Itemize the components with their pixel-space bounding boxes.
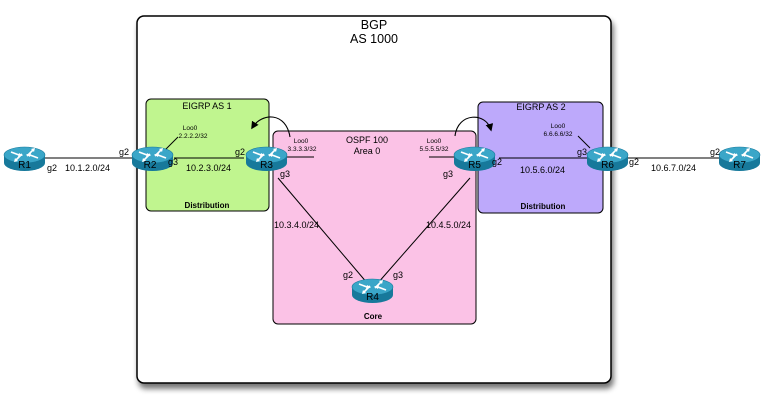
router-r2[interactable]: R2 — [131, 146, 174, 172]
ospf-zone: OSPF 100 Area 0 Core — [272, 130, 477, 325]
router-label: R3 — [260, 160, 273, 171]
if-r5-r6-b: g3 — [577, 147, 587, 157]
loopback-r2-name: Loo0 — [183, 125, 198, 132]
router-label: R7 — [733, 160, 746, 171]
ospf-box — [272, 130, 477, 325]
router-r6[interactable]: R6 — [586, 146, 629, 172]
subnet-r3-r4: 10.3.4.0/24 — [274, 220, 319, 230]
router-label: R1 — [18, 160, 31, 171]
loopback-r5-name: Loo0 — [427, 138, 442, 145]
loopback-labels: Loo0 2.2.2.2/32 Loo0 3.3.3.3/32 Loo0 5.5… — [179, 123, 573, 153]
eigrp-as1-title: EIGRP AS 1 — [182, 101, 231, 111]
router-r4[interactable]: R4 — [351, 278, 394, 304]
loopback-r3-addr: 3.3.3.3/32 — [288, 146, 317, 153]
subnet-r1-r2: 10.1.2.0/24 — [65, 163, 110, 173]
if-r6-r7-b: g2 — [710, 147, 720, 157]
ospf-title: OSPF 100 — [346, 135, 388, 145]
if-r5-r4-a: g3 — [443, 169, 453, 179]
router-r1[interactable]: R1 — [3, 146, 46, 172]
redistribution-arrow-left — [251, 116, 291, 138]
ospf-footer: Core — [364, 312, 383, 321]
if-r1-r2-b: g2 — [119, 147, 129, 157]
if-r3-r4-a: g3 — [280, 169, 290, 179]
loopback-leader-r6 — [577, 135, 591, 149]
links — [44, 135, 722, 285]
if-r1-r2-a: g2 — [47, 163, 57, 173]
router-r7[interactable]: R7 — [718, 146, 761, 172]
router-r3[interactable]: R3 — [245, 146, 288, 172]
if-r5-r4-b: g3 — [393, 270, 403, 280]
loopback-r3-name: Loo0 — [294, 138, 309, 145]
bgp-as-label: AS 1000 — [350, 32, 398, 46]
link-r3-r4 — [277, 177, 369, 285]
router-label: R2 — [144, 160, 157, 171]
loopback-r2-addr: 2.2.2.2/32 — [179, 133, 208, 140]
if-r6-r7-a: g2 — [629, 157, 639, 167]
eigrp-as2-title: EIGRP AS 2 — [516, 102, 565, 112]
subnet-r5-r6: 10.5.6.0/24 — [520, 165, 565, 175]
if-r5-r6-a: g2 — [492, 157, 502, 167]
router-label: R6 — [601, 160, 614, 171]
subnet-r5-r4: 10.4.5.0/24 — [426, 220, 471, 230]
loopback-leader-r2 — [164, 136, 179, 151]
loopback-r5-addr: 5.5.5.5/32 — [420, 146, 449, 153]
subnet-r6-r7: 10.6.7.0/24 — [651, 163, 696, 173]
redistribution-arrow-right — [454, 116, 494, 137]
subnet-r2-r3: 10.2.3.0/24 — [186, 163, 231, 173]
link-r5-r4 — [376, 177, 471, 285]
subnet-labels: 10.1.2.0/24 10.2.3.0/24 10.3.4.0/24 10.4… — [65, 163, 696, 230]
loopback-r6-addr: 6.6.6.6/32 — [544, 131, 573, 138]
interface-labels: g2 g2 g3 g2 g3 g2 g3 g3 g2 g3 g2 g2 — [47, 147, 720, 280]
ospf-area-label: Area 0 — [354, 146, 381, 156]
router-r5[interactable]: R5 — [453, 146, 496, 172]
router-label: R4 — [366, 292, 379, 303]
router-label: R5 — [468, 160, 481, 171]
loopback-r6-name: Loo0 — [551, 123, 566, 130]
bgp-title: BGP — [361, 18, 387, 32]
eigrp-as2-footer: Distribution — [521, 202, 566, 211]
if-r3-r4-b: g2 — [343, 270, 353, 280]
if-r2-r3-a: g3 — [168, 157, 178, 167]
if-r2-r3-b: g2 — [235, 147, 245, 157]
eigrp-as1-footer: Distribution — [185, 201, 230, 210]
